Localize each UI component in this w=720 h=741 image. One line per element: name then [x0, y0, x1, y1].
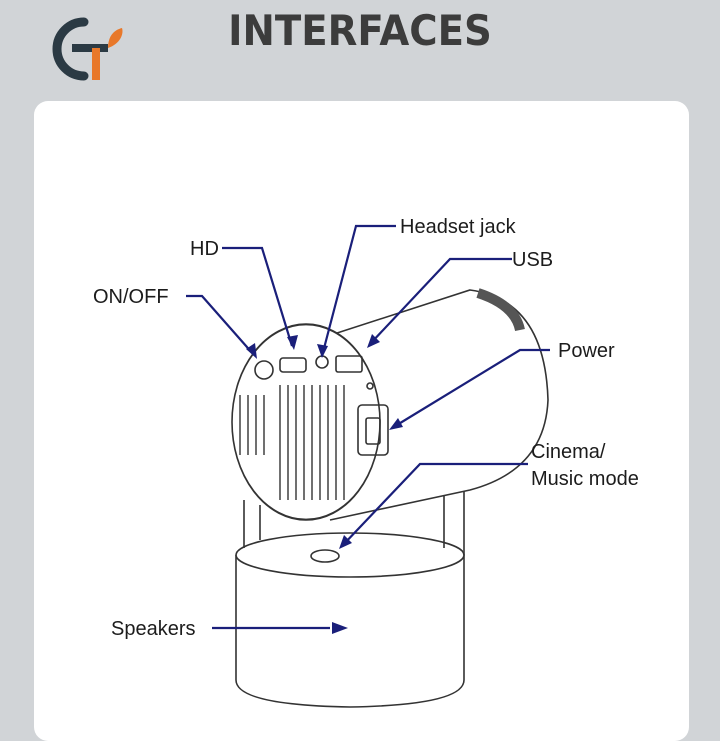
arrow-onoff	[246, 343, 257, 359]
label-on-off: ON/OFF	[93, 286, 169, 308]
label-cinema-line2: Music mode	[531, 468, 639, 490]
callout-line-cinema	[341, 462, 528, 547]
usb-port	[335, 355, 363, 373]
callout-arrowheads	[246, 334, 403, 634]
label-headset-jack: Headset jack	[400, 216, 516, 238]
power-socket	[357, 404, 389, 456]
stand-left-arm	[243, 500, 261, 548]
projector-diagram	[186, 224, 550, 708]
label-cinema-line1: Cinema/	[531, 441, 606, 463]
arrow-speakers	[332, 622, 348, 634]
arrow-power	[389, 418, 403, 430]
projector-line-art	[231, 288, 549, 708]
callout-line-onoff	[186, 294, 255, 356]
mode-button	[310, 549, 340, 563]
logo-g-shape	[52, 17, 89, 81]
base-top-ellipse	[235, 532, 465, 578]
label-usb: USB	[512, 249, 554, 271]
callout-lines	[186, 224, 550, 630]
logo-leaf	[108, 28, 123, 48]
base-cylinder	[235, 555, 465, 708]
on-off-port	[254, 360, 274, 380]
label-hd: HD	[190, 238, 219, 260]
label-speakers: Speakers	[111, 618, 196, 640]
label-power: Power	[558, 340, 615, 362]
brand-logo	[52, 17, 123, 81]
arrow-cinema	[339, 535, 352, 549]
callout-line-usb	[369, 257, 512, 345]
arrow-usb	[367, 334, 380, 348]
arrow-headset	[317, 344, 328, 358]
barrel-vent	[476, 288, 525, 332]
page-title: INTERFACES	[228, 6, 492, 55]
callout-line-hd	[222, 246, 294, 347]
hd-port	[279, 357, 307, 373]
back-vents	[239, 385, 345, 500]
callout-line-headset	[320, 224, 396, 357]
callout-line-power	[391, 348, 550, 429]
arrow-hd	[287, 335, 298, 350]
